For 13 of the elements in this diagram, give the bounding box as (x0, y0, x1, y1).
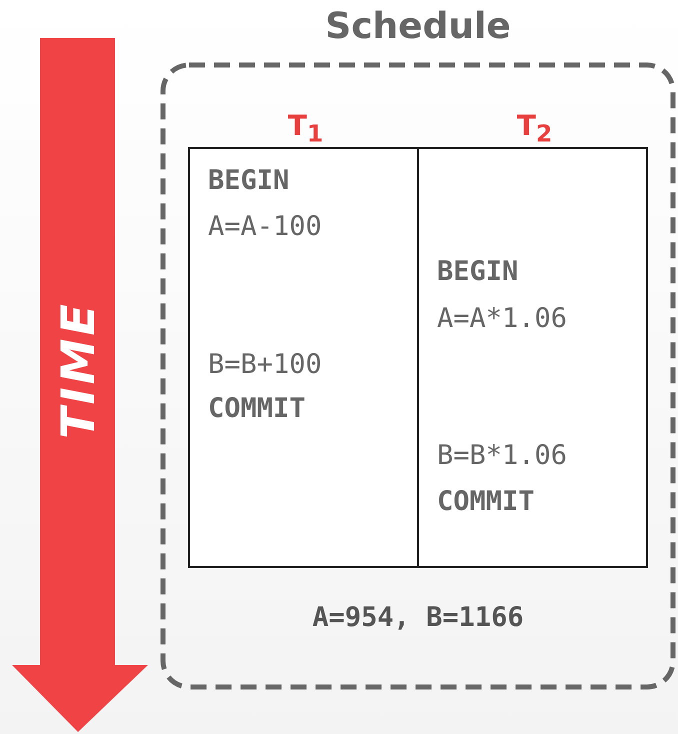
operation-text: A=A*1.06 (437, 302, 568, 336)
operation-text: B=B+100 (208, 348, 322, 382)
sql-keyword: COMMIT (437, 485, 535, 519)
sql-keyword: BEGIN (208, 164, 290, 198)
schedule-title: Schedule (324, 6, 512, 47)
result-text: A=954, B=1166 (311, 602, 525, 633)
operation-text: B=B*1.06 (437, 439, 568, 473)
sql-keyword: BEGIN (437, 255, 518, 289)
time-label: TIME (51, 301, 105, 439)
transaction-header: T$_{1}$ (286, 109, 324, 148)
transaction-header: T$_{2}$ (516, 109, 554, 148)
operation-text: A=A-100 (208, 210, 322, 244)
sql-keyword: COMMIT (208, 392, 306, 426)
